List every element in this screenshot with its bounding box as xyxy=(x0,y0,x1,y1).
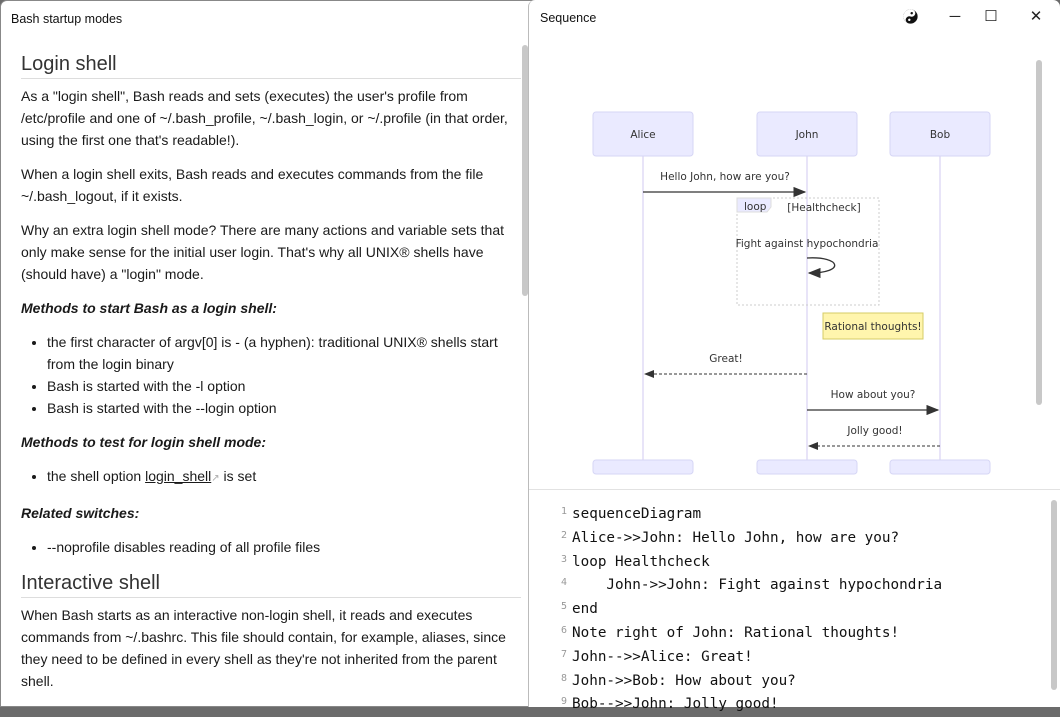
line-number: 9 xyxy=(560,696,567,708)
line-number: 7 xyxy=(560,648,567,660)
document-content: Login shell As a "login shell", Bash rea… xyxy=(21,51,521,704)
svg-text:Bob: Bob xyxy=(930,129,951,141)
document-scrollbar[interactable] xyxy=(522,45,528,296)
code-line: 4 John->>John: Fight against hypochondri… xyxy=(555,574,942,598)
paragraph: When Bash starts as an interactive non-l… xyxy=(21,607,506,689)
message-label: Fight against hypochondria xyxy=(736,238,879,250)
diagram-scrollbar[interactable] xyxy=(1036,60,1042,405)
paragraph: Why an extra login shell mode? There are… xyxy=(21,222,504,282)
message-label: Jolly good! xyxy=(846,425,902,437)
code-text: loop Healthcheck xyxy=(572,553,710,570)
line-number: 6 xyxy=(560,624,567,636)
text: the shell option xyxy=(47,468,146,484)
code-line: 8 John->>Bob: How about you? xyxy=(555,670,942,694)
login-shell-link[interactable]: login_shell xyxy=(145,468,212,484)
line-number: 1 xyxy=(560,506,567,517)
code-line: 7 John-->>Alice: Great! xyxy=(555,646,942,670)
loop-label: loop xyxy=(744,201,767,213)
line-number: 5 xyxy=(560,601,567,613)
subheading-test-methods: Methods to test for login shell mode: xyxy=(21,434,266,450)
code-editor[interactable]: 1 sequenceDiagram 2 Alice->>John: Hello Jo… xyxy=(555,503,942,717)
test-methods-list: the shell option login_shell↗ is set xyxy=(21,465,521,490)
list-item: the shell option login_shell↗ is set xyxy=(47,465,521,490)
pane-divider[interactable] xyxy=(529,489,1060,490)
window-title: Bash startup modes xyxy=(11,12,123,26)
bash-startup-window: Bash startup modes Login shell As a "log… xyxy=(0,0,540,707)
list-item: Bash is started with the --login option xyxy=(47,397,521,419)
svg-text:Alice: Alice xyxy=(630,129,655,141)
code-text: sequenceDiagram xyxy=(572,506,702,522)
code-line: 2 Alice->>John: Hello John, how are you? xyxy=(555,527,942,551)
actor-john: John xyxy=(756,111,858,157)
line-number: 2 xyxy=(560,529,567,541)
maximize-button[interactable]: ☐ xyxy=(984,8,998,25)
line-number: 4 xyxy=(560,577,567,589)
heading-login-shell: Login shell xyxy=(21,51,521,79)
close-button[interactable]: ✕ xyxy=(1029,8,1043,25)
code-text: Note right of John: Rational thoughts! xyxy=(572,624,900,641)
yin-yang-icon[interactable] xyxy=(898,6,922,26)
code-line: 1 sequenceDiagram xyxy=(555,503,942,527)
list-item: Bash is started with the -l option xyxy=(47,375,521,397)
sequence-diagram: Alice John Bob Hello John, how are you? … xyxy=(592,111,991,475)
code-text: end xyxy=(572,601,598,618)
svg-text:Rational thoughts!: Rational thoughts! xyxy=(824,321,921,333)
code-line: 6 Note right of John: Rational thoughts! xyxy=(555,622,942,646)
line-number: 8 xyxy=(560,672,567,684)
code-scrollbar[interactable] xyxy=(1051,500,1057,690)
svg-text:John: John xyxy=(795,129,819,141)
subheading-start-methods: Methods to start Bash as a login shell: xyxy=(21,300,277,316)
code-text: Bob-->>John: Jolly good! xyxy=(572,696,779,713)
code-text: John-->>Alice: Great! xyxy=(572,648,753,665)
subheading-related-switches: Related switches: xyxy=(21,505,140,521)
actor-alice: Alice xyxy=(592,111,694,157)
code-text: Alice->>John: Hello John, how are you? xyxy=(572,529,900,546)
loop-condition: [Healthcheck] xyxy=(787,202,860,214)
message-label: Great! xyxy=(709,353,742,365)
paragraph: As a "login shell", Bash reads and sets … xyxy=(21,88,508,148)
actor-bob: Bob xyxy=(889,111,991,157)
text: is set xyxy=(219,468,257,484)
actor-bob-bottom xyxy=(889,459,991,475)
lifelines xyxy=(642,156,941,462)
message-label: How about you? xyxy=(831,389,916,401)
related-switches-list: --noprofile disables reading of all prof… xyxy=(21,536,521,558)
window-title: Sequence xyxy=(540,11,597,25)
line-number: 3 xyxy=(560,553,567,565)
code-text: John->>John: Fight against hypochondria xyxy=(572,577,943,594)
actor-alice-bottom xyxy=(592,459,694,475)
code-line: 5 end xyxy=(555,598,942,622)
minimize-button[interactable]: ─ xyxy=(949,7,961,25)
heading-interactive-shell: Interactive shell xyxy=(21,570,521,598)
sequence-window: Sequence ─ ☐ ✕ Alice John Bob Hello John… xyxy=(528,0,1060,712)
list-item: --noprofile disables reading of all prof… xyxy=(47,536,521,558)
note: Rational thoughts! xyxy=(822,312,924,340)
actor-john-bottom xyxy=(756,459,858,475)
loop-block: loop [Healthcheck] xyxy=(736,197,880,306)
self-message-arrow xyxy=(806,257,836,279)
external-link-icon: ↗ xyxy=(211,473,220,484)
code-text: John->>Bob: How about you? xyxy=(572,672,796,689)
start-methods-list: the first character of argv[0] is - (a h… xyxy=(21,331,521,419)
list-item: the first character of argv[0] is - (a h… xyxy=(47,331,521,375)
code-line: 9 Bob-->>John: Jolly good! xyxy=(555,693,942,717)
paragraph: When a login shell exits, Bash reads and… xyxy=(21,166,484,204)
message-label: Hello John, how are you? xyxy=(660,171,790,183)
code-line: 3 loop Healthcheck xyxy=(555,551,942,575)
